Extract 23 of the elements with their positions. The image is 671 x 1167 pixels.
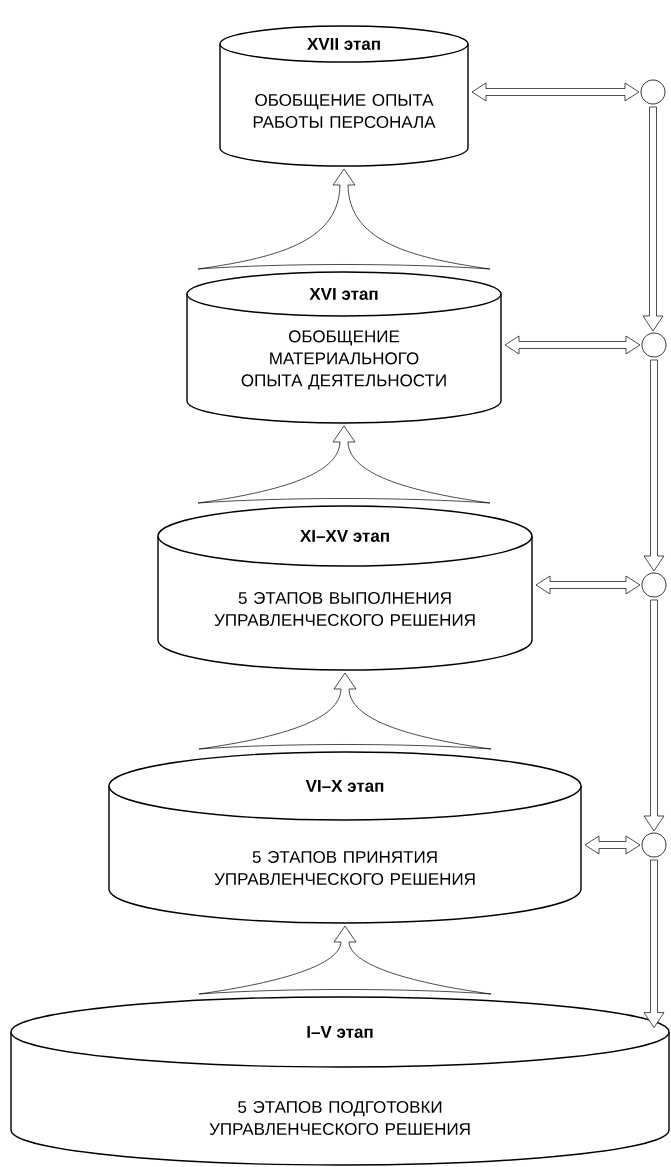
arrow (504, 335, 641, 355)
arrow (198, 925, 492, 995)
arrow (197, 425, 491, 504)
arrow (643, 859, 665, 1028)
circle (640, 79, 666, 105)
arrow (197, 168, 491, 270)
node-label: 5 ЭТАПОВ ПОДГОТОВКИ УПРАВЛЕНЧЕСКОГО РЕШЕНИЯ (209, 1100, 470, 1136)
arrow (198, 672, 492, 750)
arrow (643, 599, 665, 832)
arrow (643, 359, 665, 572)
cylinder: XVI этап ОБОБЩЕНИЕ МАТЕРИАЛЬНОГО ОПЫТА ДЕЯТЕЛЬНОСТИ (186, 271, 502, 424)
arrow (584, 835, 641, 855)
arrow (535, 575, 641, 595)
cylinder: XI–XV этап 5 ЭТАПОВ ВЫПОЛНЕНИЯ УПРАВЛЕНЧЕСКОГО РЕШЕНИЯ (157, 505, 533, 671)
circle (641, 332, 667, 358)
circle (641, 832, 667, 858)
node-label: I–V этап (307, 1026, 373, 1038)
cylinder: VI–X этап 5 ЭТАПОВ ПРИНЯТИЯ УПРАВЛЕНЧЕСКОГО РЕШЕНИЯ (108, 751, 582, 924)
arrow (471, 82, 640, 102)
cylinder: I–V этап 5 ЭТАПОВ ПОДГОТОВКИ УПРАВЛЕНЧЕСКОГО РЕШЕНИЯ (10, 996, 670, 1166)
arrow (642, 106, 664, 332)
cylinder: XVII этап ОБОБЩЕНИЕ ОПЫТА РАБОТЫ ПЕРСОНАЛА (219, 25, 469, 167)
circle (641, 572, 667, 598)
